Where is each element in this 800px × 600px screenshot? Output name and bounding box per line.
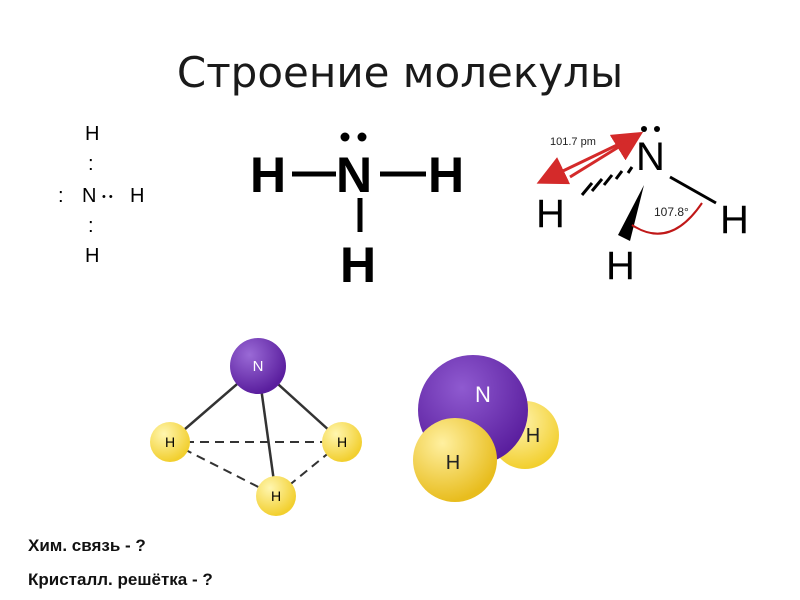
ball-h2-label: H	[337, 434, 347, 450]
bond-length-label: 101.7 pm	[550, 136, 596, 148]
space-n-label: N	[475, 382, 491, 407]
lewis-structure-diagram: H : : N • • H : H	[58, 123, 144, 267]
lone-pair-dot	[654, 126, 660, 132]
geometry-n: N	[636, 135, 665, 179]
hashed-bond	[580, 166, 634, 196]
hydrogen-atom	[413, 418, 497, 502]
lone-pair-dot	[340, 132, 350, 142]
ball-h1-label: H	[165, 434, 175, 450]
lewis-colon-bottom: :	[88, 215, 94, 237]
structural-right-h: H	[428, 147, 464, 203]
ball-and-stick-model: N H H H	[150, 338, 362, 516]
lewis-colon-top: :	[88, 153, 94, 175]
lewis-dots-right: • •	[102, 191, 113, 203]
crystal-lattice-question: Кристалл. решётка - ?	[28, 570, 213, 589]
lewis-n: N	[82, 185, 96, 207]
hydrogen-atom	[322, 422, 362, 462]
structural-left-h: H	[250, 147, 286, 203]
structural-bottom-h: H	[340, 237, 376, 290]
lone-pair-dot	[357, 132, 367, 142]
lewis-top-h: H	[85, 123, 99, 145]
nitrogen-atom	[230, 338, 286, 394]
geometry-left-h: H	[536, 192, 565, 236]
plain-bond	[669, 175, 717, 205]
hydrogen-atom	[256, 476, 296, 516]
page-title: Строение молекулы	[176, 48, 624, 97]
ball-h3-label: H	[271, 488, 281, 504]
structural-formula-diagram: H N H H	[250, 132, 464, 290]
bond-angle-arc	[631, 202, 703, 235]
bond-length-arrow	[536, 133, 639, 185]
lewis-colon-left: :	[58, 185, 64, 207]
space-h-right-label: H	[526, 425, 540, 447]
space-filling-model: N H H	[413, 355, 559, 502]
lewis-right-h: H	[130, 185, 144, 207]
bond-angle-label: 107.8°	[654, 205, 689, 219]
hydrogen-atom	[150, 422, 190, 462]
geometry-right-h: H	[720, 198, 749, 242]
lewis-bottom-h: H	[85, 245, 99, 267]
geometry-bottom-h: H	[606, 244, 635, 288]
structural-n: N	[336, 147, 372, 203]
ball-n-label: N	[253, 358, 264, 375]
wedge-bond	[618, 185, 644, 241]
space-h-front-label: H	[446, 452, 460, 474]
chemical-bond-question: Хим. связь - ?	[28, 536, 146, 555]
molecular-geometry-diagram: 101.7 pm N H H H 107.8°	[536, 126, 749, 288]
lone-pair-dot	[641, 126, 647, 132]
